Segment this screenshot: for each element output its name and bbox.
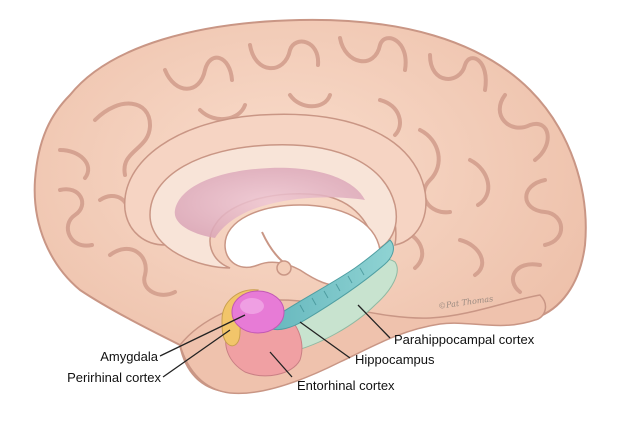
leader-lines bbox=[159, 304, 391, 378]
amygdala-highlight bbox=[240, 298, 264, 314]
hippocampus-ridges bbox=[299, 267, 365, 313]
label-hippocampus: Hippocampus bbox=[355, 352, 435, 367]
hippocampus-leader bbox=[299, 321, 351, 359]
label-entorhinal-cortex: Entorhinal cortex bbox=[297, 378, 395, 393]
label-amygdala: Amygdala bbox=[100, 349, 158, 364]
perirhinal-leader bbox=[162, 329, 231, 378]
sulci bbox=[58, 36, 564, 297]
amygdala-leader bbox=[159, 314, 246, 357]
inner-pink-region bbox=[174, 167, 365, 238]
label-parahippocampal-cortex: Parahippocampal cortex bbox=[394, 332, 535, 347]
entorhinal-leader bbox=[269, 351, 293, 378]
fornix bbox=[261, 231, 284, 263]
label-perirhinal-cortex: Perirhinal cortex bbox=[67, 370, 161, 385]
parahippocampal-leader bbox=[357, 304, 391, 339]
mammillary-body bbox=[276, 260, 292, 276]
